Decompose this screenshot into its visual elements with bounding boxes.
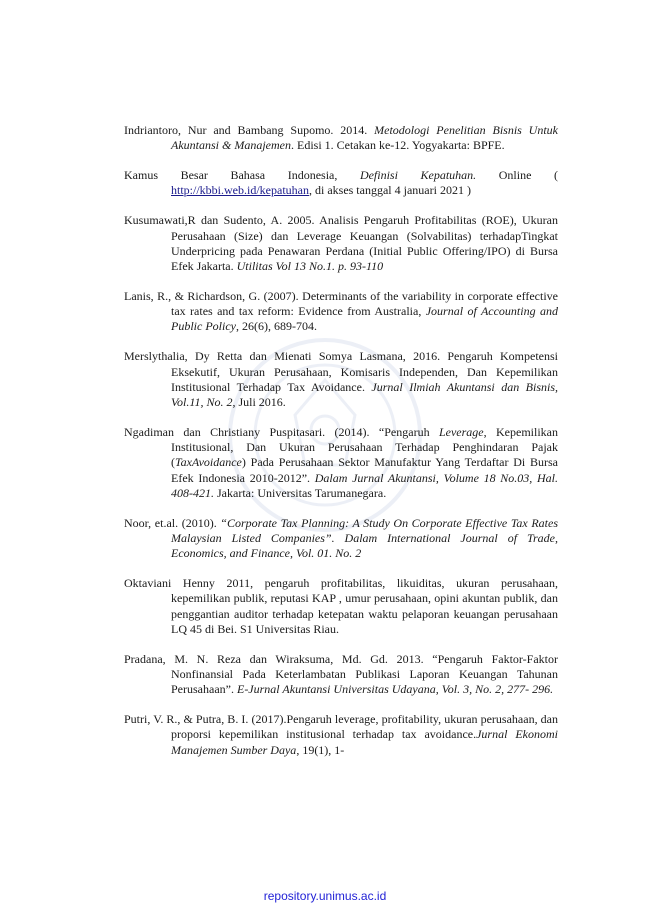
- reference-entry: Kusumawati,R dan Sudento, A. 2005. Anali…: [124, 213, 558, 274]
- reference-entry: Putri, V. R., & Putra, B. I. (2017).Peng…: [124, 712, 558, 758]
- reference-text: , Kepemilikan Institusional, Dan Ukuran …: [171, 425, 558, 470]
- reference-list: Indriantoro, Nur and Bambang Supomo. 201…: [124, 123, 558, 773]
- reference-entry: Lanis, R., & Richardson, G. (2007). Dete…: [124, 289, 558, 335]
- reference-entry: Noor, et.al. (2010). “Corporate Tax Plan…: [124, 516, 558, 562]
- reference-text: Lanis, R., & Richardson, G. (2007). Dete…: [124, 289, 558, 319]
- reference-italic-text: TaxAvoidance: [175, 455, 242, 470]
- reference-text: Pradana, M. N. Reza dan Wiraksuma, Md. G…: [124, 651, 558, 697]
- reference-text: Putri, V. R., & Putra, B. I. (2017).Peng…: [124, 712, 558, 742]
- reference-link[interactable]: http://kbbi.web.id/kepatuhan: [171, 183, 309, 198]
- reference-italic-text: Metodologi Penelitian Bisnis Untuk Akunt…: [171, 123, 559, 153]
- reference-entry: Oktaviani Henny 2011, pengaruh profitabi…: [124, 576, 558, 637]
- reference-entry: Ngadiman dan Christiany Puspitasari. (20…: [124, 425, 558, 501]
- reference-italic-text: Jurnal Ilmiah Akuntansi dan Bisnis, Vol.…: [171, 379, 559, 410]
- reference-text: , 19(1), 1-: [296, 742, 345, 757]
- reference-italic-text: Definisi Kepatuhan.: [359, 168, 477, 183]
- reference-italic-text: Leverage: [438, 425, 484, 440]
- reference-text: Noor, et.al. (2010).: [124, 515, 221, 530]
- reference-text: , Juli 2016.: [232, 395, 286, 410]
- reference-entry: Pradana, M. N. Reza dan Wiraksuma, Md. G…: [124, 652, 558, 698]
- reference-text: , di akses tanggal 4 januari 2021 ): [308, 183, 471, 198]
- reference-entry: Merslythalia, Dy Retta dan Mienati Somya…: [124, 349, 558, 410]
- reference-italic-text: Dalam Jurnal Akuntansi, Volume 18 No.03,…: [171, 470, 558, 500]
- reference-italic-text: Utilitas Vol 13 No.1. p. 93-110: [236, 259, 384, 274]
- reference-text: Indriantoro, Nur and Bambang Supomo. 201…: [124, 123, 375, 137]
- reference-italic-text: Journal of Accounting and Public Policy: [171, 304, 558, 334]
- reference-text: Oktaviani Henny 2011, pengaruh profitabi…: [124, 576, 558, 636]
- reference-text: . Edisi 1. Cetakan ke-12. Yogyakarta: BP…: [290, 138, 505, 153]
- reference-text: Ngadiman dan Christiany Puspitasari. (20…: [124, 425, 439, 440]
- reference-entry: Kamus Besar Bahasa Indonesia, Definisi K…: [124, 168, 558, 198]
- reference-text: Kamus Besar Bahasa Indonesia,: [124, 168, 360, 183]
- reference-text: Online (: [476, 168, 558, 183]
- reference-text: , 26(6), 689-704.: [235, 319, 317, 334]
- reference-italic-text: E-Jurnal Akuntansi Universitas Udayana, …: [236, 682, 554, 697]
- reference-text: Kusumawati,R dan Sudento, A. 2005. Anali…: [124, 213, 558, 274]
- reference-text: Merslythalia, Dy Retta dan Mienati Somya…: [124, 349, 558, 394]
- reference-text: ) Pada Perusahaan Sektor Manufaktur Yang…: [171, 455, 558, 485]
- reference-entry: Indriantoro, Nur and Bambang Supomo. 201…: [124, 123, 558, 153]
- reference-italic-text: Jurnal Ekonomi Manajemen Sumber Daya: [171, 727, 558, 757]
- repository-footer[interactable]: repository.unimus.ac.id: [263, 889, 387, 903]
- reference-text: Jakarta: Universitas Tarumanegara.: [214, 485, 387, 500]
- reference-italic-text: “Corporate Tax Planning: A Study On Corp…: [171, 515, 559, 561]
